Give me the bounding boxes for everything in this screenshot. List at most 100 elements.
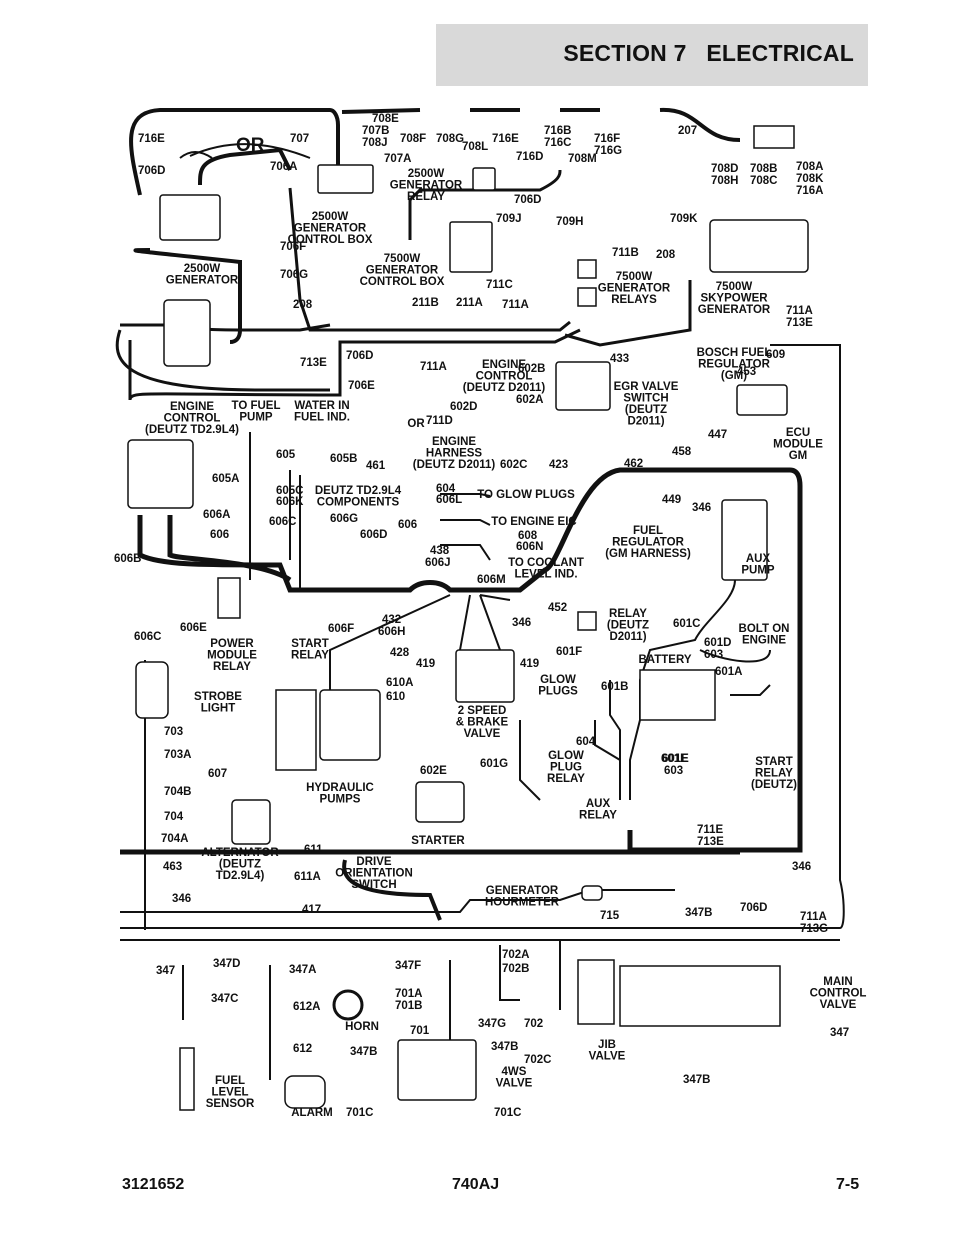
page-number: 7-5 — [836, 1176, 860, 1193]
doc-number: 3121652 — [122, 1176, 185, 1193]
component-label-line: VALVE — [589, 1051, 626, 1063]
component-label-line: HOURMETER — [485, 897, 560, 909]
component-label-line: COMPONENTS — [317, 497, 400, 509]
wire-label: 708F — [400, 133, 426, 145]
wire-label: 713G — [800, 923, 828, 935]
wire-label: 601G — [480, 758, 508, 770]
wire-label: 711E — [697, 824, 724, 836]
wire-label: 606K — [276, 496, 304, 508]
wire-label: 417 — [302, 904, 321, 916]
wire-label: 606E — [180, 622, 207, 634]
wire-label: 606F — [328, 623, 354, 635]
component-label-line: REGULATOR — [698, 359, 770, 371]
component-label-line: ENGINE — [170, 401, 214, 413]
wire-label: 438 — [430, 545, 450, 557]
component-label-line: GENERATOR — [166, 275, 239, 287]
wire-label: 605C — [276, 485, 304, 497]
component-label-line: GENERATOR — [366, 265, 439, 277]
wire-label: 611A — [294, 871, 321, 883]
wire-label: 713E — [300, 357, 327, 369]
wire-label: 609 — [766, 349, 785, 361]
wire-label: 346 — [172, 893, 191, 905]
component-label-line: POWER — [210, 638, 254, 650]
component-label-line: LIGHT — [201, 703, 236, 715]
component-label-line: OR — [407, 418, 425, 430]
wire-label: 347B — [683, 1074, 711, 1086]
wire-label: 211B — [412, 297, 439, 309]
component-label-line: 7500W — [384, 253, 421, 265]
wire-label: 606J — [425, 557, 451, 569]
wire-label: 604 — [576, 736, 596, 748]
wire-label: 711A — [800, 911, 827, 923]
wire-label: 716C — [544, 137, 572, 149]
wire-label: 701C — [346, 1107, 374, 1119]
wire-label: 602B — [518, 363, 546, 375]
wire-label: 708E — [372, 113, 399, 125]
component-label-line: VALVE — [496, 1078, 533, 1090]
wire-label: 604 — [436, 483, 456, 495]
wire-label: 606D — [360, 529, 388, 541]
wire-label: 346 — [512, 617, 531, 629]
wire-label: 608 — [518, 530, 538, 542]
wire-label: 606M — [477, 574, 506, 586]
component-label-line: START — [755, 756, 792, 768]
component-label-line: DRIVE — [356, 856, 391, 868]
wire-label: 347G — [478, 1018, 506, 1030]
wire-label: 347 — [830, 1027, 849, 1039]
component-label-line: FUEL — [215, 1075, 245, 1087]
wire-label: 703A — [164, 749, 192, 761]
component-label-line: VALVE — [464, 728, 501, 740]
component-label-line: GENERATOR — [698, 304, 771, 316]
component-label: TO ENGINE EIC — [491, 516, 576, 528]
wire-label: 347F — [395, 960, 421, 972]
wire-label: 611 — [304, 844, 323, 856]
component-label-line: PLUG — [550, 762, 582, 774]
wire-label: 706D — [740, 902, 768, 914]
wire-label: 452 — [548, 602, 567, 614]
wire-label: 706D — [346, 350, 374, 362]
wire-label: 602E — [420, 765, 447, 777]
wire-label: 428 — [390, 647, 410, 659]
component-label-line: (GM HARNESS) — [605, 548, 691, 560]
component-label-line: D2011) — [609, 631, 646, 643]
wire-label: 706A — [270, 161, 298, 173]
wire-label: 346 — [792, 861, 811, 873]
wire-label: 701 — [410, 1025, 430, 1037]
component-label-line: MODULE — [773, 439, 823, 451]
wire-label: 347B — [350, 1046, 378, 1058]
wire-label: 605 — [276, 449, 296, 461]
component-label-line: (DEUTZ) — [751, 779, 797, 791]
component-label-line: SWITCH — [623, 393, 668, 405]
component-label-line: GENERATOR — [294, 223, 367, 235]
component-label: OR — [407, 418, 425, 430]
component-label-line: (DEUTZ TD2.9L4) — [145, 424, 239, 436]
wire-label: 612A — [293, 1001, 321, 1013]
wire-label: 711C — [486, 279, 513, 291]
wire-label: 706E — [348, 380, 375, 392]
component-label-line: STARTER — [411, 835, 465, 847]
component-label-line: SENSOR — [206, 1098, 255, 1110]
component-label-line: 2500W — [312, 211, 349, 223]
wire-label: 207 — [678, 125, 697, 137]
component-label-line: TO COOLANT — [508, 557, 584, 569]
component-label-line: CONTROL — [476, 371, 533, 383]
wire-label: 606C — [134, 631, 162, 643]
wire-label: 602A — [516, 394, 544, 406]
component-label-line: ORIENTATION — [335, 868, 413, 880]
component-label-line: (DEUTZ — [625, 404, 667, 416]
wire-label: 708A — [796, 161, 824, 173]
component-label-line: TD2.9L4) — [216, 870, 265, 882]
wire-label: 601B — [601, 681, 629, 693]
component-label-line: SWITCH — [351, 879, 396, 891]
wire-label: 606G — [330, 513, 358, 525]
